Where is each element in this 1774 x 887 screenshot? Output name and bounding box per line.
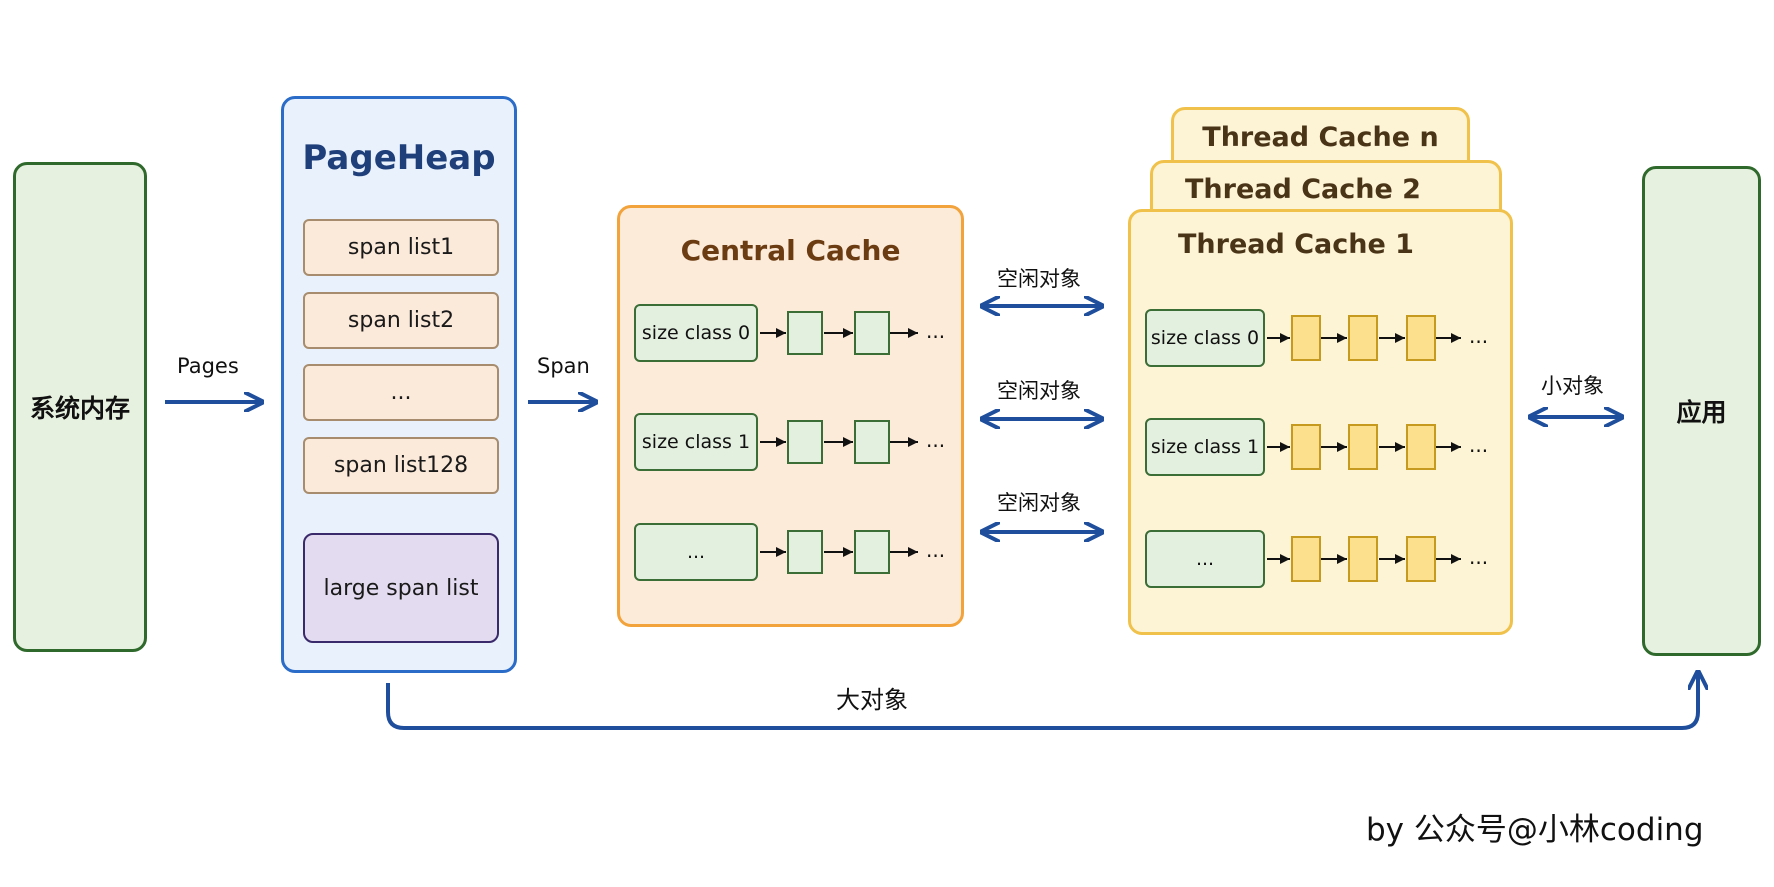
cached-object xyxy=(1291,424,1321,470)
free-object-label-2: 空闲对象 xyxy=(997,379,1081,403)
span-arrow-label: Span xyxy=(537,354,590,378)
large-object-arrow xyxy=(386,672,1698,730)
thread-cache-1-box: Thread Cache 1 size class 0 size class 1… xyxy=(1128,209,1513,635)
central-cache-title: Central Cache xyxy=(680,233,901,267)
chain-ellipsis: ... xyxy=(1469,433,1489,457)
system-memory-label: 系统内存 xyxy=(29,394,130,423)
application-label: 应用 xyxy=(1676,398,1727,427)
free-object xyxy=(854,311,890,355)
pageheap-title: PageHeap xyxy=(302,138,496,178)
large-object-label: 大对象 xyxy=(836,686,908,714)
free-object xyxy=(854,530,890,574)
cached-object xyxy=(1348,536,1378,582)
thread-cache-n-title: Thread Cache n xyxy=(1202,121,1439,153)
cached-object xyxy=(1348,424,1378,470)
size-class-box: size class 1 xyxy=(634,413,758,471)
free-object-label-3: 空闲对象 xyxy=(997,491,1081,515)
span-list-item: ... xyxy=(303,364,499,421)
cached-object xyxy=(1348,315,1378,361)
size-class-box: size class 1 xyxy=(1145,418,1265,476)
chain-ellipsis: ... xyxy=(926,538,946,562)
cached-object xyxy=(1291,536,1321,582)
free-object xyxy=(854,420,890,464)
size-class-box: size class 0 xyxy=(634,304,758,362)
small-object-label: 小对象 xyxy=(1541,374,1604,398)
free-object xyxy=(787,530,823,574)
span-list-item: span list128 xyxy=(303,437,499,494)
pages-arrow-label: Pages xyxy=(177,354,239,378)
size-class-box: ... xyxy=(634,523,758,581)
cached-object xyxy=(1406,536,1436,582)
chain-ellipsis: ... xyxy=(1469,324,1489,348)
cached-object xyxy=(1291,315,1321,361)
chain-ellipsis: ... xyxy=(926,428,946,452)
credit-text: by 公众号@小林coding xyxy=(1366,812,1704,848)
cached-object xyxy=(1406,424,1436,470)
system-memory-box: 系统内存 xyxy=(13,162,147,652)
free-object-label-1: 空闲对象 xyxy=(997,267,1081,291)
free-object xyxy=(787,420,823,464)
chain-ellipsis: ... xyxy=(1469,545,1489,569)
span-list-item: span list2 xyxy=(303,292,499,349)
thread-cache-1-title: Thread Cache 1 xyxy=(1178,228,1414,260)
cached-object xyxy=(1406,315,1436,361)
free-object xyxy=(787,311,823,355)
chain-ellipsis: ... xyxy=(926,319,946,343)
thread-object-chains xyxy=(1267,315,1461,582)
large-span-list: large span list xyxy=(303,533,499,643)
thread-cache-2-title: Thread Cache 2 xyxy=(1185,173,1421,205)
pageheap-box: PageHeap span list1 span list2 ... span … xyxy=(281,96,517,673)
central-cache-box: Central Cache size class 0 size class 1 … xyxy=(617,205,964,627)
span-list-item: span list1 xyxy=(303,219,499,276)
size-class-box: ... xyxy=(1145,530,1265,588)
size-class-box: size class 0 xyxy=(1145,309,1265,367)
central-object-chains xyxy=(760,311,918,574)
application-box: 应用 xyxy=(1642,166,1761,656)
